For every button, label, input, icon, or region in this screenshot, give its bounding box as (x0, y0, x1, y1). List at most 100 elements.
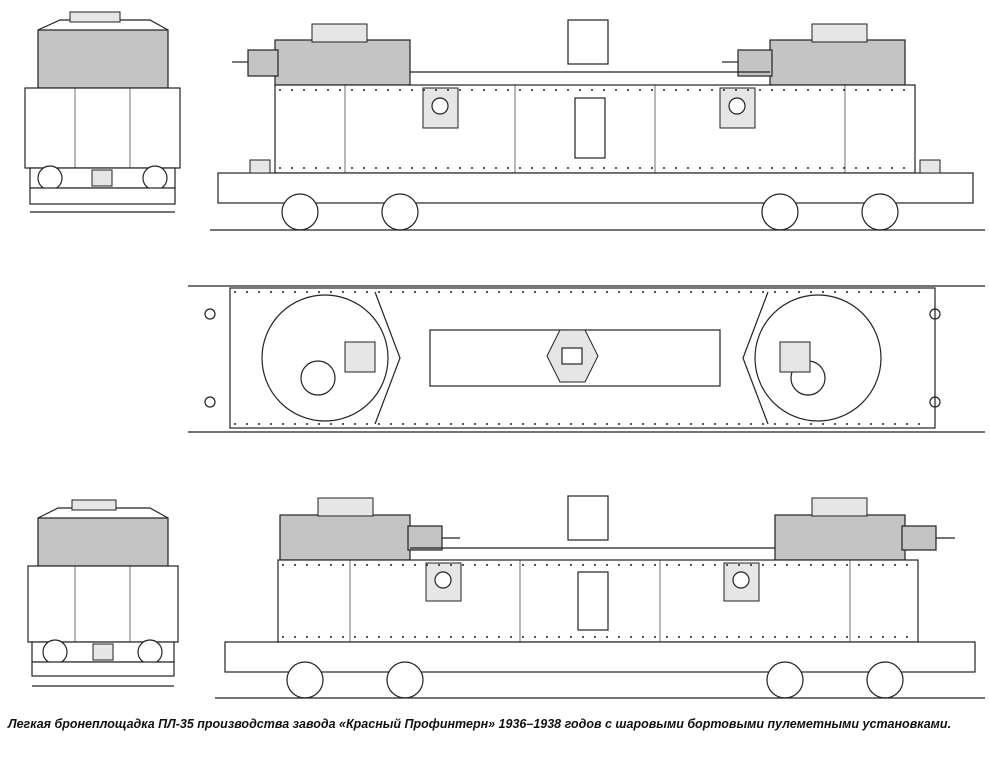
rivet-pattern (234, 89, 920, 638)
rivet (831, 167, 833, 169)
rivet (822, 423, 824, 425)
rivet (555, 167, 557, 169)
rivet (303, 167, 305, 169)
rivet (867, 89, 869, 91)
side-view-top (210, 19, 985, 231)
rivet (570, 636, 572, 638)
rivet (366, 291, 368, 293)
rivet (870, 423, 872, 425)
rivet (906, 423, 908, 425)
rivet (651, 89, 653, 91)
rivet (270, 291, 272, 293)
rivet (498, 423, 500, 425)
rivet (630, 291, 632, 293)
rivet (711, 89, 713, 91)
rivet (330, 636, 332, 638)
rivet (702, 564, 704, 566)
rivet (699, 167, 701, 169)
rivet (786, 291, 788, 293)
rivet (414, 636, 416, 638)
rivet (258, 423, 260, 425)
rivet (303, 89, 305, 91)
rivet (270, 423, 272, 425)
rivet (387, 167, 389, 169)
rivet (579, 89, 581, 91)
rivet (894, 291, 896, 293)
rivet (414, 564, 416, 566)
rivet (750, 564, 752, 566)
rivet (399, 167, 401, 169)
rivet (306, 291, 308, 293)
rivet (891, 167, 893, 169)
rivet (834, 423, 836, 425)
rivet (798, 636, 800, 638)
rivet (690, 291, 692, 293)
rivet (294, 564, 296, 566)
rivet (879, 167, 881, 169)
rivet (378, 636, 380, 638)
rivet (462, 636, 464, 638)
rivet (678, 423, 680, 425)
rivet (687, 89, 689, 91)
rivet (906, 291, 908, 293)
rivet (870, 291, 872, 293)
rivet (558, 291, 560, 293)
rivet (342, 291, 344, 293)
rivet (903, 167, 905, 169)
rivet (762, 636, 764, 638)
rivet (690, 636, 692, 638)
rivet (762, 423, 764, 425)
rivet (246, 291, 248, 293)
rivet (723, 167, 725, 169)
rivet (522, 636, 524, 638)
rivet (450, 564, 452, 566)
rivet (474, 423, 476, 425)
rivet (507, 167, 509, 169)
rivet (858, 423, 860, 425)
rivet (330, 291, 332, 293)
rivet (567, 89, 569, 91)
rivet (450, 636, 452, 638)
rivet (363, 167, 365, 169)
rivet (291, 89, 293, 91)
rivet (750, 291, 752, 293)
rivet (798, 423, 800, 425)
rivet (594, 564, 596, 566)
rivet (882, 423, 884, 425)
rivet (870, 636, 872, 638)
rivet (402, 423, 404, 425)
rivet (846, 564, 848, 566)
rivet (546, 636, 548, 638)
rivet (879, 89, 881, 91)
rivet (774, 636, 776, 638)
rivet (282, 636, 284, 638)
rivet (906, 564, 908, 566)
rivet (891, 89, 893, 91)
rivet (711, 167, 713, 169)
rivet (882, 291, 884, 293)
rivet (843, 89, 845, 91)
rivet (282, 564, 284, 566)
rivet (531, 167, 533, 169)
rivet (846, 636, 848, 638)
rivet (846, 423, 848, 425)
rivet (558, 423, 560, 425)
rivet (279, 167, 281, 169)
rivet (495, 89, 497, 91)
rivet (447, 167, 449, 169)
rivet (522, 423, 524, 425)
rivet (870, 564, 872, 566)
rivet (315, 167, 317, 169)
rivet (918, 291, 920, 293)
rivet (366, 564, 368, 566)
rivet (354, 423, 356, 425)
rivet (651, 167, 653, 169)
rivet (663, 89, 665, 91)
rivet (450, 291, 452, 293)
rivet (843, 167, 845, 169)
rivet (294, 636, 296, 638)
rivet (558, 636, 560, 638)
rivet (387, 89, 389, 91)
rivet (606, 564, 608, 566)
rivet (810, 636, 812, 638)
